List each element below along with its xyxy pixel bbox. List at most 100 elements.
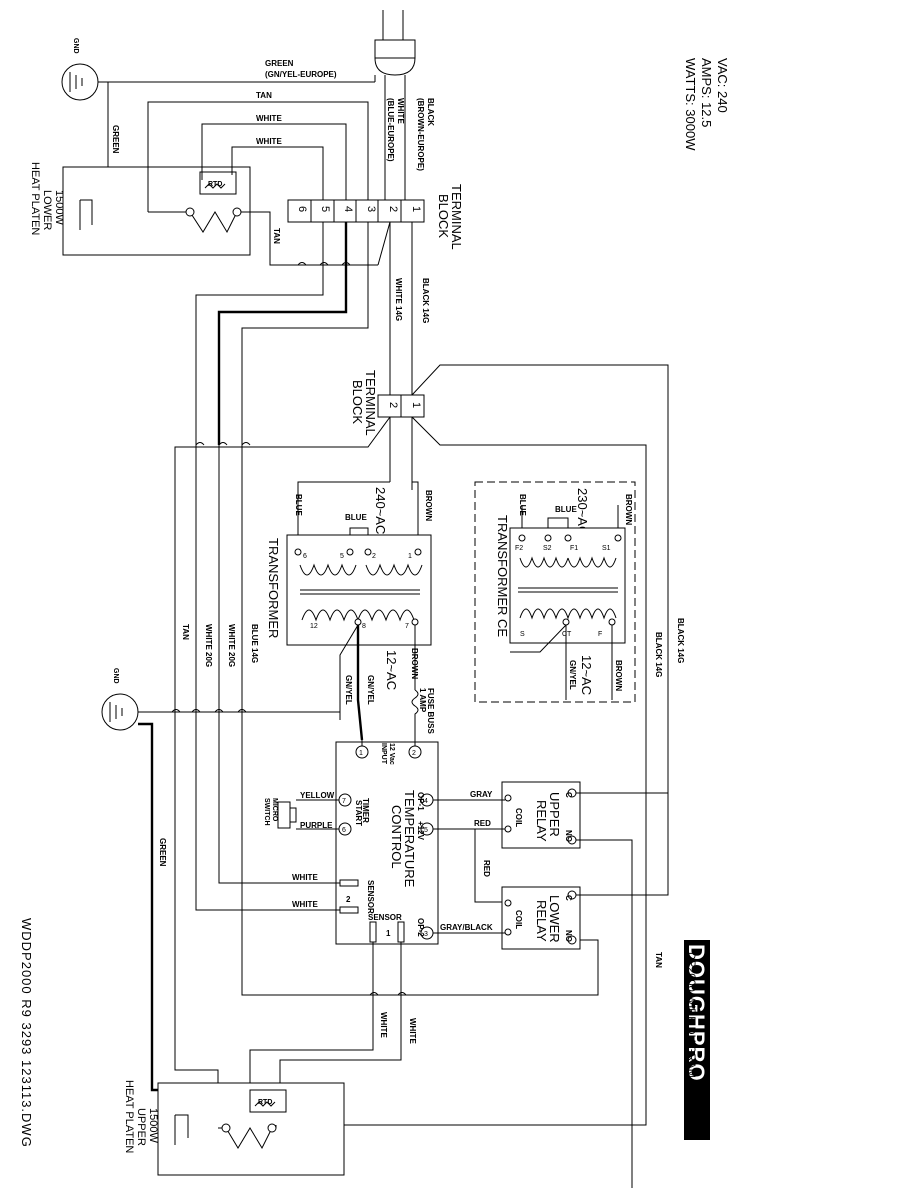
spec-amps: AMPS: 12.5 — [699, 58, 714, 127]
diagram-label: CT — [562, 631, 572, 638]
upper-heat-platen: 1500W UPPER HEAT PLATEN RTD — [123, 1080, 345, 1176]
diagram-label: 230~AC — [575, 488, 590, 535]
diagram-label: RELAY — [534, 900, 549, 942]
diagram-label: PURPLE — [300, 821, 333, 830]
diagram-label: WHITE 20G — [227, 624, 236, 667]
diagram-label: BROWN — [410, 648, 419, 679]
diagram-label: 1500W — [53, 190, 65, 225]
diagram-label: 4 — [342, 206, 354, 212]
diagram-label: WHITE — [292, 873, 318, 882]
diagram-label: BROWN — [424, 490, 433, 521]
spec-watts: WATTS: 3000W — [683, 58, 698, 151]
diagram-label: RTD — [258, 1099, 272, 1106]
diagram-label: COIL — [514, 808, 523, 827]
diagram-label: WHITE 14G — [394, 278, 403, 321]
diagram-label: 12~AC — [579, 655, 594, 695]
diagram-label: SENSOR — [366, 880, 375, 914]
diagram-label: BLACK 14G — [654, 632, 663, 677]
diagram-label: BLACK 14G — [421, 278, 430, 323]
label-black-eu: (BROWN-EUROPE) — [416, 98, 425, 171]
diagram-label: COIL — [514, 910, 523, 929]
diagram-label: FUSE BUSS — [426, 688, 435, 734]
diagram-label: 7 — [342, 798, 346, 805]
diagram-label: 1 — [386, 929, 391, 938]
diagram-label: GREEN — [111, 125, 120, 154]
diagram-label: WHITE — [292, 900, 318, 909]
diagram-label: HEAT PLATEN — [123, 1080, 135, 1153]
diagram-label: 6 — [296, 206, 308, 212]
diagram-label: RED — [474, 819, 491, 828]
label-green-plug: GREEN — [265, 59, 294, 68]
diagram-label: SWITCH — [263, 798, 270, 826]
diagram-label: 2 — [346, 895, 351, 904]
diagram-label: TAN — [654, 952, 663, 968]
diagram-label: 6 — [342, 827, 346, 834]
diagram-label: START — [354, 800, 363, 826]
specs-block: VAC: 240 AMPS: 12.5 WATTS: 3000W — [683, 58, 730, 151]
diagram-label: 5 — [424, 827, 428, 834]
diagram-label: 2 — [412, 750, 416, 757]
diagram-label: 2 — [387, 402, 399, 408]
diagram-label: GRAY/BLACK — [440, 923, 493, 932]
diagram-label: S2 — [543, 545, 552, 552]
diagram-label: BLUE 14G — [250, 624, 259, 663]
diagram-label: UPPER — [547, 792, 562, 837]
label-black-plug: BLACK — [426, 98, 435, 126]
diagram-label: WHITE — [256, 137, 282, 146]
diagram-label: 1 — [359, 750, 363, 757]
transformer: BLUE BROWN 240~AC BLUE 6 5 2 1 12 8 7 TR… — [266, 481, 433, 690]
diagram-label: RTD — [208, 181, 222, 188]
diagram-label: TRANSFORMER — [266, 538, 281, 638]
diagram-label: 4 — [424, 798, 428, 805]
diagram-label: 6 — [303, 553, 307, 560]
diagram-label: 2 — [372, 553, 376, 560]
diagram-label: 1 AMP — [418, 688, 427, 713]
diagram-label: 3 — [424, 931, 428, 938]
diagram-label: NO — [564, 830, 573, 842]
diagram-label: 8 — [362, 623, 366, 630]
spec-vac: VAC: 240 — [715, 58, 730, 113]
rtd-lower — [199, 171, 237, 195]
micro-switch: YELLOW PURPLE MICRO SWITCH — [263, 791, 339, 830]
diagram-label: S — [520, 631, 525, 638]
diagram-label: F — [598, 631, 602, 638]
temperature-control: 1 2 12 Vac INPUT 4 OP-1 5 +12V 7 6 TIMER… — [335, 741, 439, 945]
diagram-label: 7 — [405, 623, 409, 630]
diagram-label: NO — [564, 930, 573, 942]
upper-relay: C NO COIL UPPER RELAY — [501, 781, 581, 849]
diagram-label: HEAT PLATEN — [29, 162, 41, 235]
diagram-label: GN/YEL — [344, 675, 353, 705]
label-white-eu: (BLUE-EUROPE) — [386, 98, 395, 162]
brand-logo: DOUGHPRO — [684, 940, 710, 1140]
diagram-label: WHITE — [408, 1018, 417, 1044]
logo-text: DOUGHPRO — [684, 944, 709, 1082]
diagram-label: 5 — [319, 206, 331, 212]
diagram-label: BROWN — [614, 660, 623, 691]
diagram-label: F2 — [515, 545, 523, 552]
diagram-label: BLUE — [345, 513, 367, 522]
diagram-label: TAN — [272, 228, 281, 244]
diagram-label: BLUE — [294, 494, 303, 516]
drawing-number: WDDP2000 R9 3293 123113.DWG — [19, 918, 34, 1148]
diagram-label: SENSOR — [368, 913, 402, 922]
diagram-label: 12 — [310, 623, 318, 630]
diagram-label: S1 — [602, 545, 611, 552]
diagram-label: GN/YEL — [366, 675, 375, 705]
diagram-label: GND — [72, 38, 79, 54]
diagram-label: C — [564, 792, 573, 798]
diagram-label: INPUT — [380, 743, 387, 765]
diagram-label: TAN — [181, 624, 190, 640]
diagram-label: WHITE — [256, 114, 282, 123]
power-plug — [374, 10, 416, 76]
terminal-block-mid: 1 2 TERMINAL BLOCK — [350, 370, 425, 436]
diagram-title: DP2000 WIRE DIAGRAM — [685, 952, 697, 1078]
diagram-label: TIMER — [361, 798, 370, 823]
diagram-label: WHITE 20G — [204, 624, 213, 667]
diagram-label: GRAY — [470, 790, 493, 799]
diagram-label: 1 — [408, 553, 412, 560]
diagram-label: BLACK 14G — [676, 618, 685, 663]
terminal-block-top: 1 2 3 4 5 6 TERMINAL BLOCK — [287, 184, 464, 250]
diagram-label: MICRO — [271, 798, 278, 822]
diagram-label: YELLOW — [300, 791, 335, 800]
diagram-label: TRANSFORMER CE — [495, 515, 510, 637]
